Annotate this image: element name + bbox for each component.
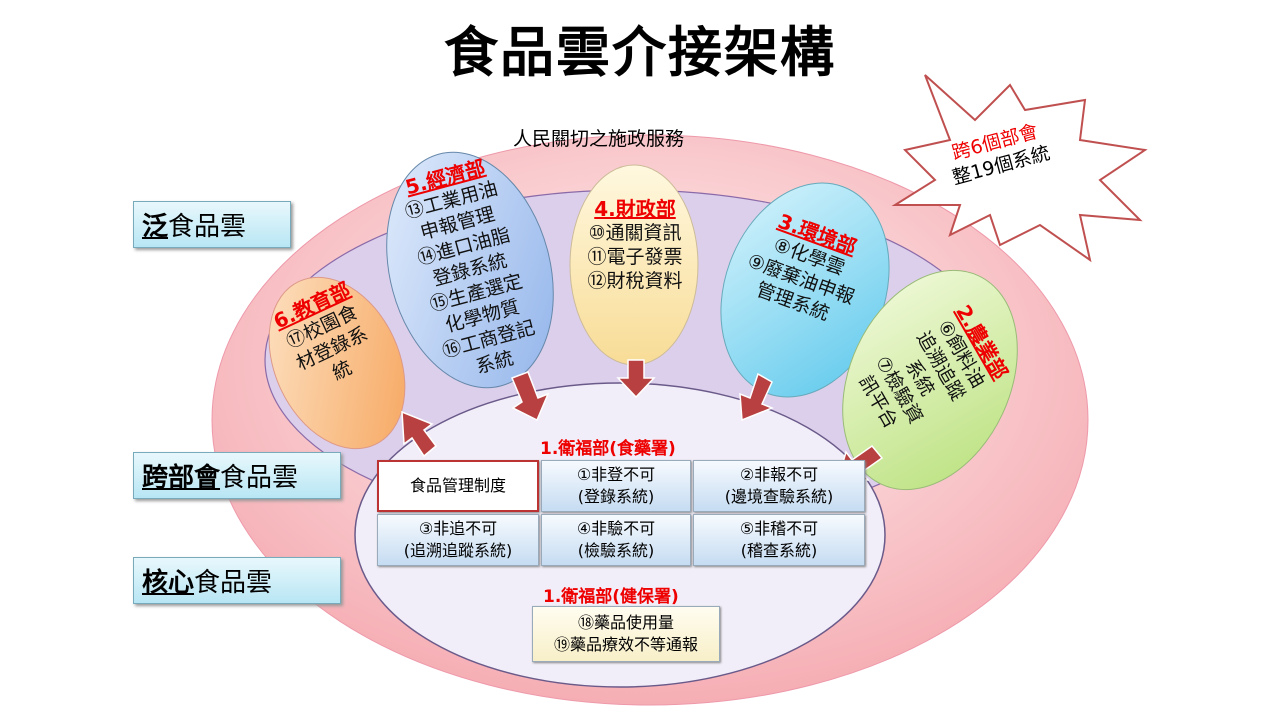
nhi-title: 1.衛福部(健保署) — [543, 587, 679, 607]
page-title: 食品雲介接架構 — [444, 21, 836, 84]
level-label-broad: 泛食品雲 — [133, 201, 291, 248]
arrow-finance — [616, 359, 656, 399]
level-label-core: 核心食品雲 — [133, 557, 341, 604]
fda-cell-4: ④非驗不可(檢驗系統) — [541, 514, 691, 566]
arrow-environment — [739, 372, 775, 422]
fda-grid: 食品管理制度 ①非登不可(登錄系統) ②非報不可(邊境查驗系統) ③非追不可(追… — [377, 460, 865, 566]
outer-ring-label: 人民關切之施政服務 — [513, 128, 685, 150]
agriculture-ellipse — [842, 269, 1018, 491]
fda-cell-2: ②非報不可(邊境查驗系統) — [693, 460, 865, 512]
fda-cell-5: ⑤非稽不可(稽查系統) — [693, 514, 865, 566]
arrow-education — [401, 410, 438, 458]
fda-cell-1: ①非登不可(登錄系統) — [541, 460, 691, 512]
arrow-economy — [511, 371, 550, 422]
fda-title: 1.衛福部(食藥署) — [540, 439, 676, 459]
level-label-cross: 跨部會食品雲 — [133, 452, 341, 499]
fda-cell-management: 食品管理制度 — [377, 460, 539, 512]
economy-ellipse — [386, 151, 554, 389]
education-ellipse — [268, 276, 406, 450]
burst-shape — [891, 74, 1148, 263]
fda-cell-3: ③非追不可(追溯追蹤系統) — [377, 514, 539, 566]
